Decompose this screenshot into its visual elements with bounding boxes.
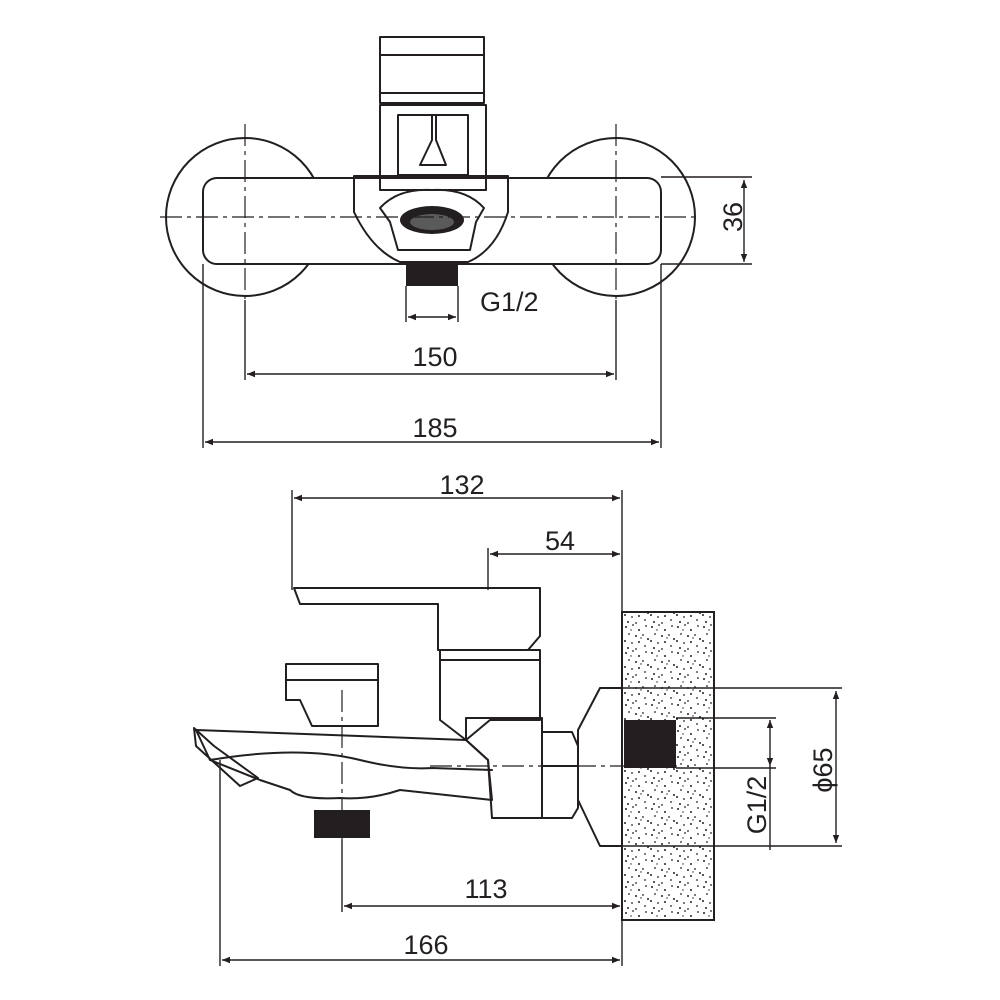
dim-54-label: 54 (545, 526, 575, 556)
dim-150-label: 150 (412, 342, 457, 372)
dim-thread-side-label: G1/2 (742, 776, 772, 835)
outlet-thread (406, 262, 458, 286)
spout-underside (209, 751, 493, 771)
diverter-knob (379, 188, 485, 251)
dim-65-label: ϕ65 (808, 747, 838, 792)
dim-113-label: 113 (464, 874, 507, 904)
valve-stem (419, 114, 447, 166)
dim-166-label: 166 (403, 930, 448, 960)
side-view: 132 54 ϕ65 G1/2 113 166 (193, 470, 842, 966)
dim-185-label: 185 (412, 413, 457, 443)
embedded-pipe (624, 720, 676, 768)
hex-nut (541, 731, 579, 819)
union-body (465, 717, 543, 819)
lever-top (379, 36, 485, 104)
top-view: 36 G1/2 150 185 (160, 36, 752, 448)
center-housing (353, 175, 509, 263)
spout-body (195, 729, 493, 801)
lever-handle (293, 587, 541, 651)
diverter-knob-side (285, 663, 379, 727)
wall-flange (577, 687, 623, 847)
dim-thread-top-label: G1/2 (480, 287, 539, 317)
dim-36-label: 36 (718, 202, 748, 232)
dim-132-label: 132 (439, 470, 484, 500)
diverter-disc-hole (410, 214, 454, 230)
spout-tip (193, 727, 259, 787)
cartridge-column (439, 649, 541, 741)
